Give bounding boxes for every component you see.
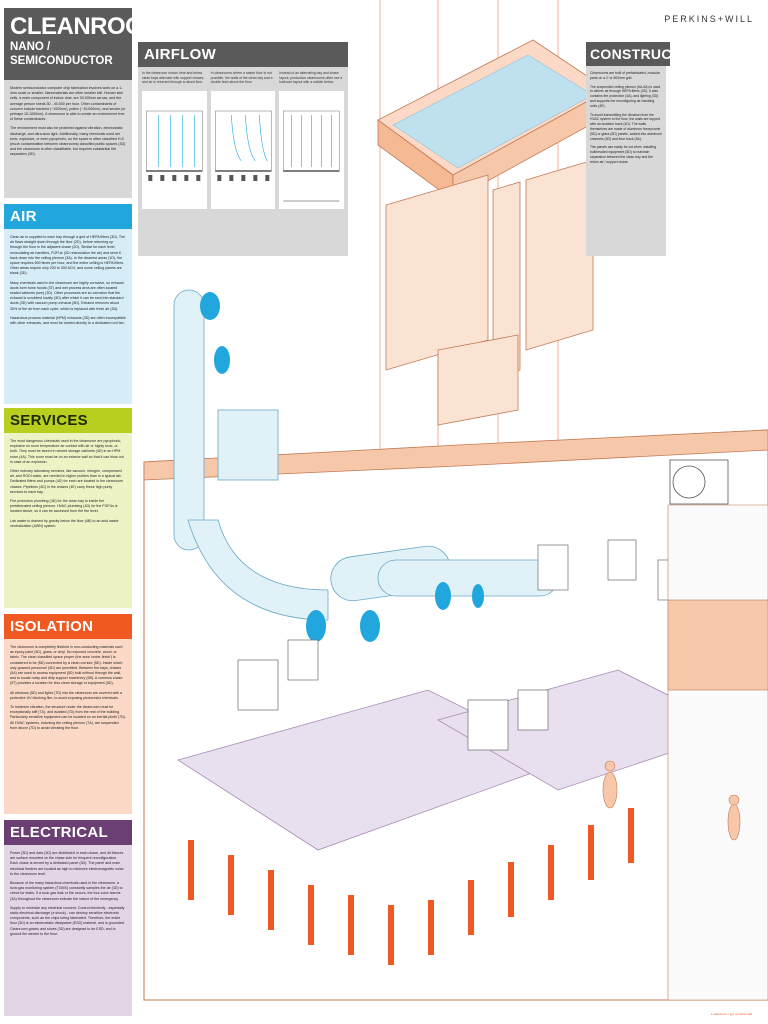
exterior-wall xyxy=(667,504,768,1001)
air-paragraph: Many chemicals used in the cleanroom are… xyxy=(10,280,124,311)
services-panel: SERVICES The most dangerous chemicals us… xyxy=(4,408,132,608)
construction-paragraph: Cleanrooms are built of prefabricated, m… xyxy=(590,71,660,80)
gowned-personnel xyxy=(602,760,741,841)
airflow-description: Instead of an alternating bay and chase … xyxy=(279,71,343,85)
airflow-diagram-sidewall-return xyxy=(210,90,276,209)
electrical-panel: ELECTRICAL Power (3D) and data (3D) are … xyxy=(4,820,132,1016)
air-panel: AIR Clean air is supplied to each bay th… xyxy=(4,204,132,404)
air-paragraph: Hazardous process material (HPM) exhaust… xyxy=(10,315,126,326)
intro-paragraph: Modern semiconductor computer chip fabri… xyxy=(10,86,126,122)
airflow-diagram-ballroom xyxy=(279,90,345,209)
isolation-heading: ISOLATION xyxy=(4,614,132,639)
page-title: CLEANROOM xyxy=(10,13,163,40)
intro-paragraph: The environment must also be protected a… xyxy=(10,126,126,157)
electrical-paragraph: Because of the many hazardous chemicals … xyxy=(10,881,123,901)
airflow-diagrams xyxy=(138,89,348,211)
services-paragraph: Fire protection plumbing (4D) for the cl… xyxy=(10,499,118,514)
construction-paragraph: The suspended ceiling plenum (6A-6A) is … xyxy=(590,84,661,108)
air-paragraph: Clean air is supplied to each bay throug… xyxy=(10,235,126,276)
isolation-text: The cleanroom is completely finished in … xyxy=(4,639,132,741)
construction-panel: CONSTRUCTION Cleanrooms are built of pre… xyxy=(586,42,706,256)
airflow-description: In cleanrooms where a raised floor is no… xyxy=(210,71,273,85)
electrical-paragraph: Power (3D) and data (3D) are distributed… xyxy=(10,851,124,876)
services-paragraph: The most dangerous chemicals used in the… xyxy=(10,439,124,464)
intro-text: Modern semiconductor computer chip fabri… xyxy=(4,80,132,168)
isolation-paragraph: All windows (5D) and lights (7D) into th… xyxy=(10,690,123,700)
title-block: CLEANROOM NANO / SEMICONDUCTOR xyxy=(4,8,163,80)
airflow-diagram-raised-floor xyxy=(142,90,207,209)
isolation-paragraph: To minimize vibration, the structure und… xyxy=(10,705,126,730)
exploded-wall-panels xyxy=(385,159,594,426)
air-text: Clean air is supplied to each bay throug… xyxy=(4,229,132,336)
services-text: The most dangerous chemicals used in the… xyxy=(4,433,132,539)
services-paragraph: Lab waste is drained by gravity below th… xyxy=(10,518,119,528)
exhaust-fan-unit xyxy=(669,459,729,505)
brand-logo: PERKINS+WILL xyxy=(664,14,754,24)
isolation-paragraph: The cleanroom is completely finished in … xyxy=(10,645,123,686)
electrical-text: Power (3D) and data (3D) are distributed… xyxy=(4,845,132,947)
electrical-paragraph: Supply to minimize any electrical concer… xyxy=(10,905,125,936)
construction-paragraph: To avoid transmitting the vibration from… xyxy=(590,112,662,141)
airflow-heading: AIRFLOW xyxy=(138,42,348,67)
construction-paragraph: The panels can easily be cut when instal… xyxy=(590,145,657,164)
process-equipment xyxy=(237,539,689,751)
airflow-descriptions: In the cleanroom shown here and below cl… xyxy=(138,67,348,89)
duct-end-caps xyxy=(200,292,484,642)
exploded-ceiling-plenum xyxy=(377,39,609,201)
air-ducts xyxy=(173,289,559,621)
vibration-isolated-pillars xyxy=(188,808,634,965)
construction-heading: CONSTRUCTION xyxy=(586,42,706,66)
title-panel: CLEANROOM NANO / SEMICONDUCTOR Modern se… xyxy=(4,8,163,198)
isolation-panel: ISOLATION The cleanroom is completely fi… xyxy=(4,614,132,814)
page-subtitle: NANO / SEMICONDUCTOR xyxy=(10,41,113,67)
air-heading: AIR xyxy=(4,204,132,229)
electrical-heading: ELECTRICAL xyxy=(4,820,132,845)
cleanroom-cutaway-illustration xyxy=(143,0,768,1001)
airflow-panel: AIRFLOW In the cleanroom shown here and … xyxy=(138,42,348,256)
construction-text: Cleanrooms are built of prefabricated, m… xyxy=(586,66,666,174)
airflow-description: In the cleanroom shown here and below cl… xyxy=(142,71,205,85)
services-paragraph: Other ordinary laboratory services, like… xyxy=(10,469,123,494)
credit-text: a cleanroom / gpt / perkins+will xyxy=(710,1012,752,1016)
services-heading: SERVICES xyxy=(4,408,132,433)
